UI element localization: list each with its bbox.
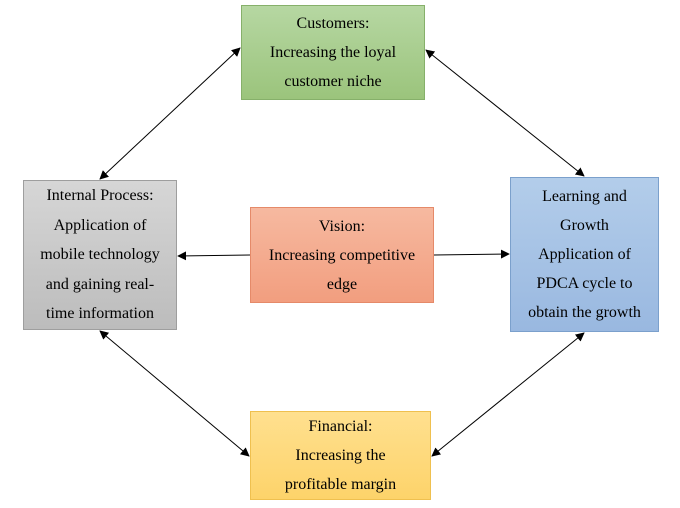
arrow-customers-learning-growth bbox=[425, 49, 585, 177]
internal-process-text-line: Application of bbox=[53, 216, 147, 234]
vision-text-line: edge bbox=[326, 275, 358, 293]
learning-growth-text-line: Application of bbox=[538, 246, 631, 263]
financial-text-line: Increasing the bbox=[295, 447, 386, 464]
arrow-vision-to-learning-growth bbox=[433, 249, 510, 259]
learning-growth-title: Learning and bbox=[542, 188, 627, 205]
internal-process-text-line: and gaining real- bbox=[45, 275, 155, 293]
vision-box: Vision: Increasing competitive edge bbox=[250, 207, 434, 303]
arrow-internal-process-financial bbox=[99, 330, 250, 457]
learning-growth-text-line: PDCA cycle to bbox=[536, 275, 633, 292]
customers-text-line: customer niche bbox=[284, 73, 382, 90]
internal-process-text-line: mobile technology bbox=[40, 246, 160, 264]
learning-growth-box: Learning and Growth Application of PDCA … bbox=[510, 177, 659, 332]
customers-title: Customers: bbox=[296, 15, 370, 32]
internal-process-text-line: time information bbox=[46, 305, 154, 323]
financial-box: Financial: Increasing the profitable mar… bbox=[250, 411, 431, 500]
arrow-vision-to-internal-process bbox=[177, 251, 251, 261]
internal-process-title: Internal Process: bbox=[46, 187, 154, 205]
financial-text-line: profitable margin bbox=[284, 476, 397, 493]
financial-title: Financial: bbox=[308, 418, 373, 435]
internal-process-box: Internal Process: Application of mobile … bbox=[23, 180, 177, 330]
customers-box: Customers: Increasing the loyal customer… bbox=[241, 5, 425, 100]
customers-text-line: Increasing the loyal bbox=[269, 44, 397, 61]
learning-growth-title: Growth bbox=[560, 217, 609, 234]
vision-text-line: Increasing competitive bbox=[268, 246, 416, 264]
learning-growth-text-line: obtain the growth bbox=[528, 304, 641, 321]
arrow-learning-growth-financial bbox=[431, 332, 585, 457]
vision-title: Vision: bbox=[318, 217, 366, 235]
arrow-customers-internal-process bbox=[99, 47, 241, 180]
